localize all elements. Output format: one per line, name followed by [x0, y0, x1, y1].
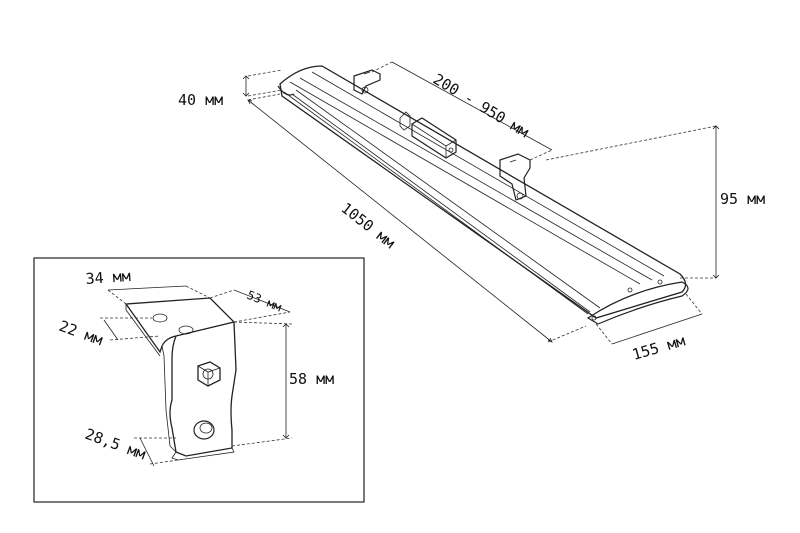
dim-label-40: 40 мм: [178, 91, 223, 109]
bracket-detail-drawing: [124, 297, 237, 461]
dim-label-22: 22 мм: [57, 317, 106, 349]
dim-label-53: 53 мм: [245, 288, 284, 315]
dim-height-95: 95 мм: [545, 125, 765, 279]
dim-height-40: 40 мм: [178, 69, 283, 109]
dim-label-200-950: 200 - 950 мм: [430, 70, 532, 141]
dim-label-1050: 1050 мм: [338, 199, 399, 252]
dim-bracket-34: 34 мм: [85, 267, 211, 305]
bracket-detail-panel: 34 мм 53 мм 22 мм 58 мм: [33, 257, 365, 503]
dim-bracket-22: 22 мм: [57, 317, 161, 349]
dim-bracket-53: 53 мм: [209, 288, 291, 323]
driver-box: [411, 117, 457, 159]
dim-label-95: 95 мм: [720, 190, 765, 208]
luminaire-body: [277, 65, 689, 325]
mount-bracket-right: [499, 153, 531, 201]
dim-bracket-58: 58 мм: [231, 321, 334, 447]
dim-label-34: 34 мм: [85, 267, 131, 288]
dim-length-1050: 1050 мм: [247, 93, 587, 343]
dim-label-285: 28,5 мм: [83, 425, 149, 464]
dim-label-58: 58 мм: [289, 370, 334, 388]
clip-middle: [399, 111, 411, 131]
mount-bracket-left: [353, 69, 381, 95]
dim-bracket-285: 28,5 мм: [83, 425, 179, 467]
dim-label-155: 155 мм: [630, 332, 687, 364]
